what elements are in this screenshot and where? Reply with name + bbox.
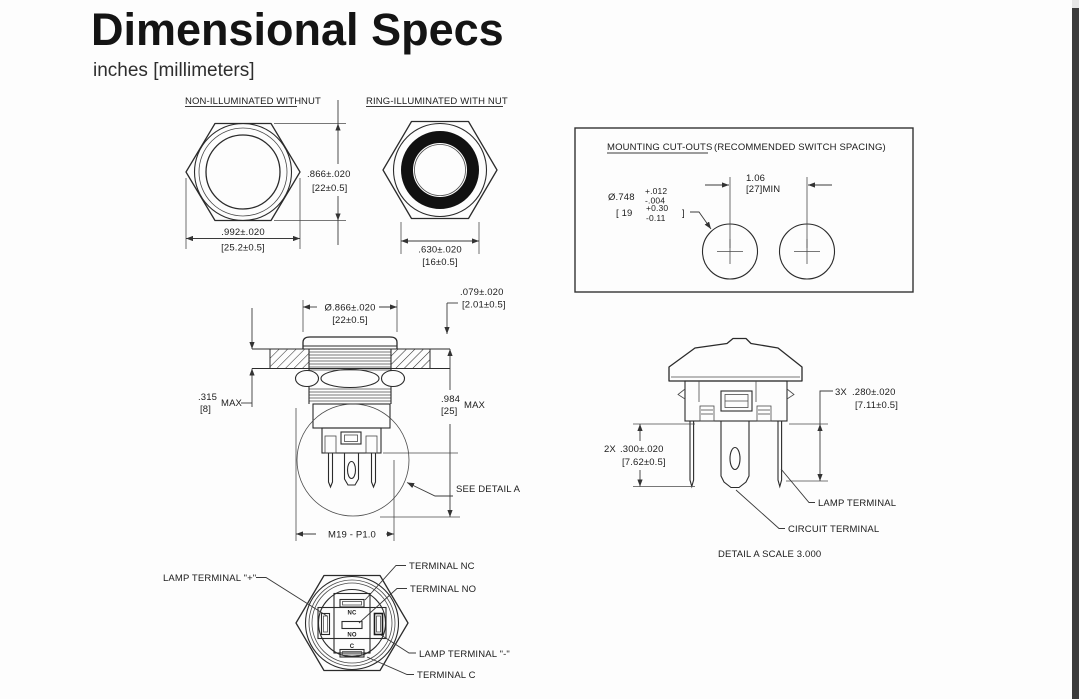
panel-hatch-right — [390, 348, 431, 369]
switch-body — [312, 403, 391, 429]
detail-cap — [668, 337, 803, 382]
nut-height-mm: [22±0.5] — [312, 183, 347, 194]
pin2-mm: [7.62±0.5] — [622, 457, 666, 468]
lip-inch: .079±.020 — [460, 287, 504, 298]
cap-dia-inch: Ø.866±.020 — [324, 303, 375, 314]
slot-no — [341, 620, 363, 630]
see-detail-label: SEE DETAIL A — [456, 484, 521, 495]
detail-body — [684, 380, 788, 422]
scrollbar[interactable] — [1072, 0, 1079, 699]
spacing-mm: [27]MIN — [746, 184, 780, 195]
detail-circuit-terminal — [720, 421, 750, 489]
slot-nc — [339, 598, 365, 608]
nut-height-inch: .866±.020 — [307, 169, 351, 180]
center-terminal — [343, 453, 360, 486]
terminal-nc-label: TERMINAL NC — [409, 561, 475, 572]
nut-width-mm: [25.2±0.5] — [221, 243, 265, 254]
thread-spec: M19 - P1.0 — [328, 530, 376, 541]
scrollbar-top-cap — [1072, 0, 1079, 8]
panel-hatch-left — [269, 348, 310, 369]
slot-c — [339, 648, 365, 658]
ring-illuminated-nut-view: RING-ILLUMINATED WITH NUT .630±.020 [16±… — [366, 96, 508, 268]
lip-mm: [2.01±0.5] — [462, 300, 506, 311]
illumination-ring — [401, 131, 479, 209]
depth-mm: [25] — [441, 406, 457, 417]
hole-dia-minus: -.004 — [645, 196, 665, 206]
terminal-no-label: TERMINAL NO — [410, 584, 476, 595]
pin3-mm: [7.11±0.5] — [855, 400, 898, 411]
pin3-qty: 3X — [835, 387, 847, 398]
panel-thick-max: MAX — [221, 398, 243, 409]
detail-a-caption: DETAIL A SCALE 3.000 — [718, 549, 821, 560]
lamp-window — [340, 431, 362, 445]
button-cap — [302, 336, 398, 349]
cap-dia-mm: [22±0.5] — [332, 315, 367, 326]
terminal-c-label: TERMINAL C — [417, 670, 476, 681]
mounting-cutouts-subtitle: (RECOMMENDED SWITCH SPACING) — [714, 142, 886, 153]
thread-lines-lower — [309, 388, 391, 402]
hex-outline-bottom — [295, 574, 409, 672]
hole-dia-plus: +.012 — [645, 186, 667, 196]
detail-a-view: 3X .280±.020 [7.11±0.5] 2X .300±.020 [7.… — [604, 337, 898, 560]
detail-a-circle — [296, 403, 410, 517]
hole-dia-mm-open: [ 19 — [616, 208, 632, 219]
panel-thick-mm: [8] — [200, 404, 211, 415]
side-view: Ø.866±.020 [22±0.5] .079±.020 [2.01±0.5]… — [198, 287, 521, 541]
depth-max: MAX — [464, 400, 486, 411]
page-subtitle: inches [millimeters] — [93, 60, 255, 81]
ring-dia-inch: .630±.020 — [418, 245, 462, 256]
hole-dia: Ø.748 — [608, 192, 635, 203]
detail-lamp-pin-right — [777, 421, 783, 489]
pin2-inch: .300±.020 — [620, 444, 664, 455]
page-title: Dimensional Specs — [91, 4, 504, 55]
mounting-cutouts-border — [574, 127, 914, 293]
thread-lines-upper — [309, 351, 391, 371]
mounting-cutouts-panel: MOUNTING CUT-OUTS (RECOMMENDED SWITCH SP… — [574, 127, 914, 293]
detail-lamp-pin-left — [689, 421, 695, 489]
nut-width-inch: .992±.020 — [221, 227, 265, 238]
slot-lamp-plus — [320, 612, 331, 636]
lamp-minus-label: LAMP TERMINAL "-" — [419, 649, 510, 660]
hex-nut-outline — [382, 120, 498, 220]
hole-dia-mm-plus: +0.30 — [646, 203, 668, 213]
depth-inch: .984 — [441, 394, 460, 405]
lamp-pin-right — [370, 453, 377, 489]
slot-lamp-minus — [373, 612, 384, 636]
lamp-plus-label: LAMP TERMINAL "+" — [163, 573, 256, 584]
mounting-cutouts-title: MOUNTING CUT-OUTS — [607, 142, 712, 153]
switch-base — [321, 427, 382, 454]
ring-dia-mm: [16±0.5] — [422, 257, 457, 268]
lamp-pin-left — [327, 453, 334, 489]
hole-dia-mm-minus: -0.11 — [646, 213, 666, 223]
pin2-qty: 2X — [604, 444, 616, 455]
slot-label-no: NO — [347, 633, 356, 639]
non-illuminated-nut-view: NON-ILLUMINATED WITH NUT .866±.020 [22±0… — [185, 96, 351, 254]
spacing-inch: 1.06 — [746, 173, 765, 184]
detail-lamp-window — [720, 390, 753, 412]
hex-nut-side — [294, 368, 406, 389]
ring-illuminated-title: RING-ILLUMINATED WITH NUT — [366, 96, 508, 107]
pin3-inch: .280±.020 — [852, 387, 896, 398]
button-face-circle — [205, 134, 281, 210]
lamp-terminal-label: LAMP TERMINAL — [818, 498, 896, 509]
non-illuminated-title: NON-ILLUMINATED WITH — [185, 96, 301, 107]
terminal-block-vertical — [333, 592, 371, 654]
slot-label-nc: NC — [348, 611, 357, 617]
circuit-terminal-label: CIRCUIT TERMINAL — [788, 524, 879, 535]
hex-nut-outline — [185, 122, 301, 222]
panel-thick-inch: .315 — [198, 392, 217, 403]
non-illuminated-title-nut: NUT — [301, 96, 321, 107]
slot-label-c: C — [350, 644, 355, 650]
bottom-terminal-view: NC NO C LAMP TERMINAL "+" TERMINAL NC TE… — [163, 561, 510, 681]
hole-dia-mm-close: ] — [682, 208, 685, 219]
